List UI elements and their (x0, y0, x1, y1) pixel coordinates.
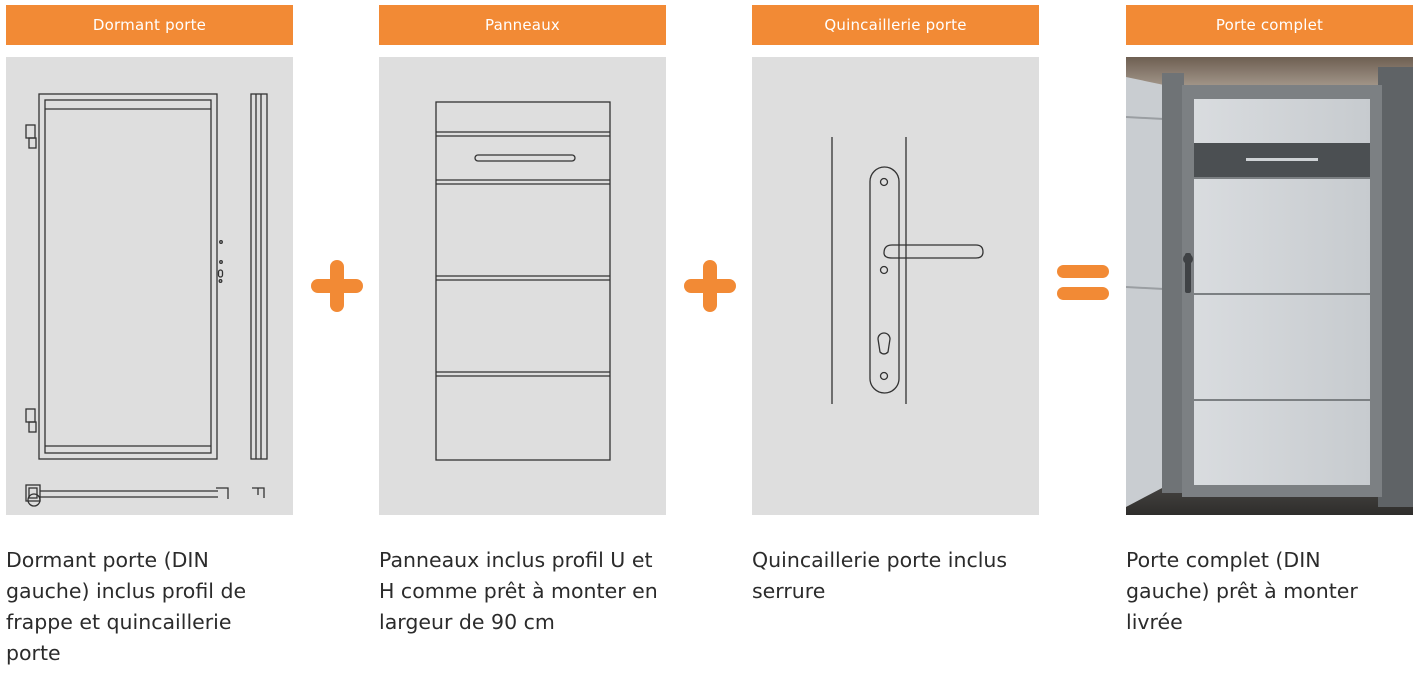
column-header: Quincaillerie porte (752, 5, 1039, 45)
column-hardware: Quincaillerie porte Quincaillerie porte … (752, 5, 1039, 607)
column-header: Dormant porte (6, 5, 293, 45)
column-complete-gate: Porte complet (1126, 5, 1413, 638)
plus-icon (682, 258, 738, 314)
door-handle-svg (831, 137, 984, 404)
door-handle-drawing (752, 57, 1039, 515)
door-panels-drawing (379, 57, 666, 515)
column-panels: Panneaux Panneaux inclus profil U et H c… (379, 5, 666, 638)
column-header: Panneaux (379, 5, 666, 45)
column-header: Porte complet (1126, 5, 1413, 45)
plus-icon (309, 258, 365, 314)
column-description: Dormant porte (DIN gauche) inclus profil… (6, 548, 247, 665)
column-description: Panneaux inclus profil U et H comme prêt… (379, 548, 658, 634)
column-description: Porte complet (DIN gauche) prêt à monter… (1126, 548, 1358, 634)
equals-icon (1055, 262, 1111, 304)
complete-gate-svg (1126, 57, 1413, 515)
door-panels-svg (435, 101, 611, 461)
column-door-frame: Dormant porte (6, 5, 293, 669)
complete-gate-photo (1126, 57, 1413, 515)
column-description: Quincaillerie porte inclus serrure (752, 548, 1008, 603)
door-frame-drawing (6, 57, 293, 515)
door-frame-svg (25, 93, 268, 507)
